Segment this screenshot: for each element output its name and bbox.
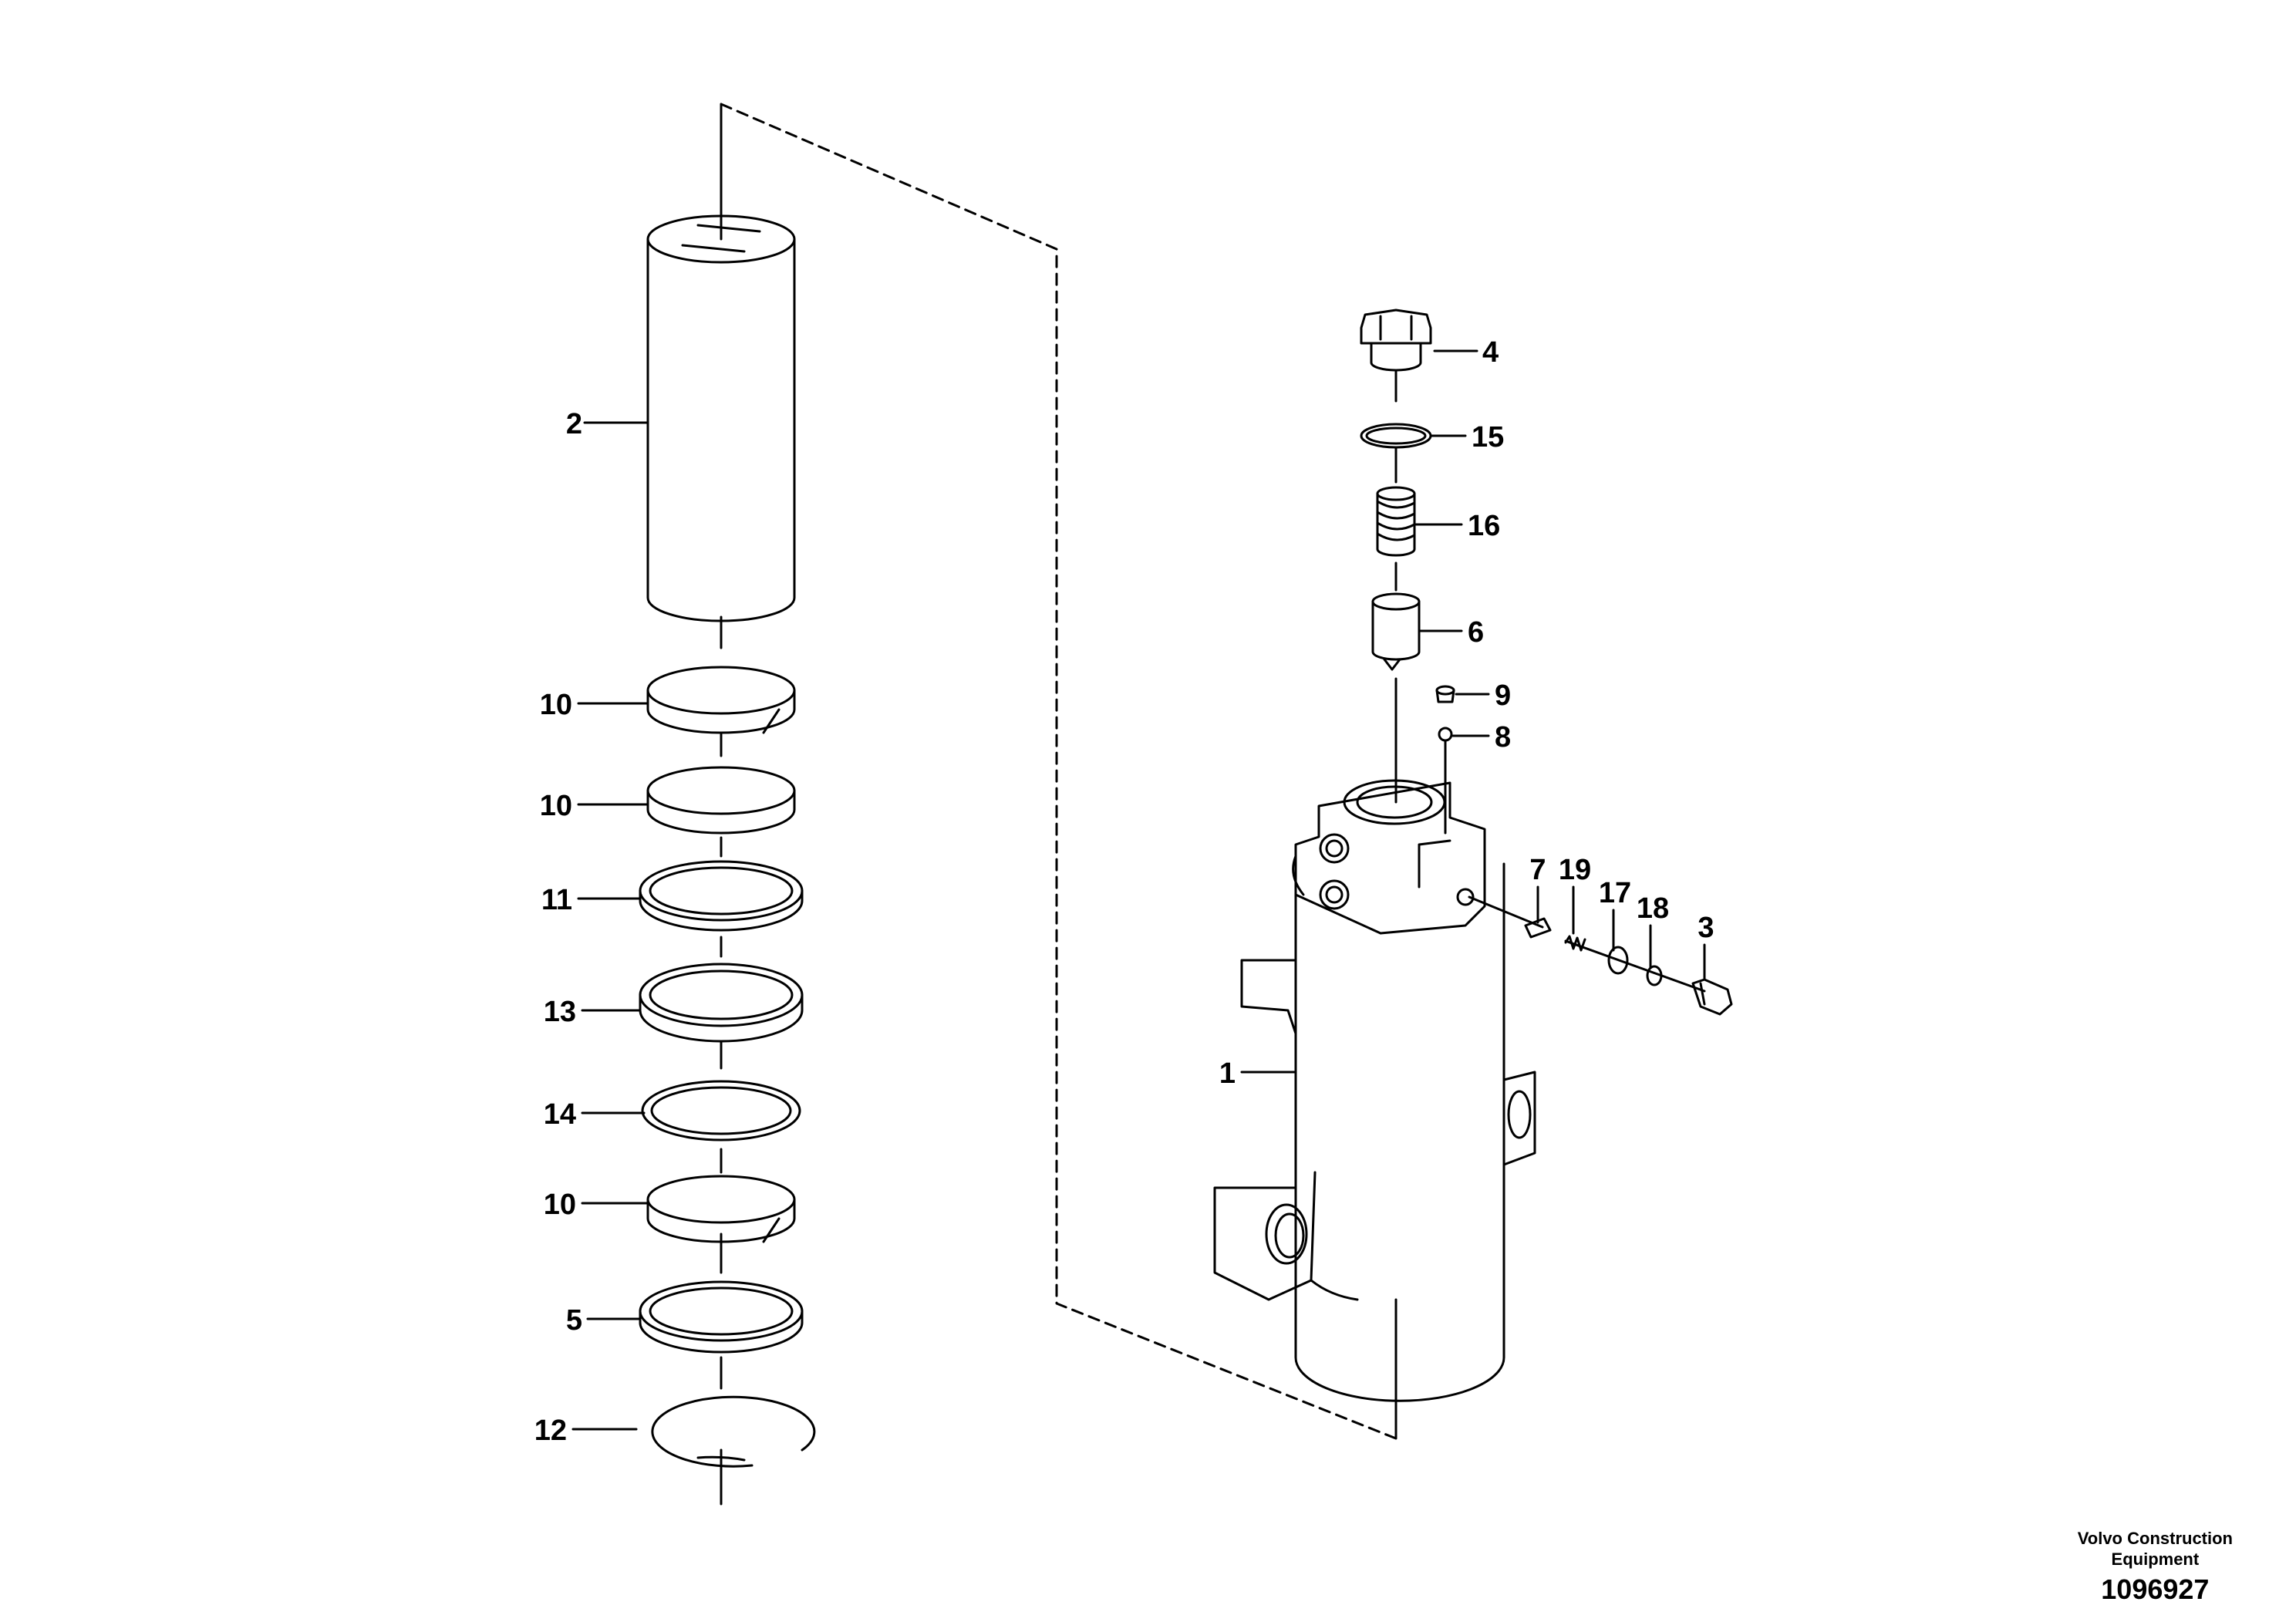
seal-part-5	[639, 1280, 804, 1354]
label-part-3: 3	[1698, 912, 1714, 944]
label-part-8: 8	[1495, 721, 1511, 754]
ring-part-14	[641, 1080, 801, 1141]
label-part-9: 9	[1495, 679, 1511, 712]
label-part-5: 5	[566, 1304, 582, 1337]
manufacturer-line-1: Volvo Construction	[2077, 1529, 2233, 1548]
small-plug-part-9	[1435, 685, 1455, 703]
label-part-1: 1	[1219, 1057, 1236, 1090]
plug-part-4	[1360, 309, 1432, 372]
label-part-11: 11	[541, 884, 572, 916]
ball-part-8	[1438, 727, 1453, 742]
label-part-6: 6	[1468, 616, 1484, 649]
label-part-13: 13	[544, 996, 576, 1028]
seal-part-11	[639, 860, 804, 932]
label-part-18: 18	[1637, 892, 1669, 925]
label-part-10b: 10	[540, 790, 572, 822]
label-part-16: 16	[1468, 510, 1500, 542]
label-part-14: 14	[544, 1098, 576, 1131]
side-o-ring-part-17	[1607, 946, 1629, 975]
valve-housing-part-1	[1213, 779, 1536, 1402]
document-footer: Volvo Construction Equipment 1096927	[2078, 1528, 2233, 1607]
assembly-dashed-outline	[720, 103, 1397, 1440]
label-part-2: 2	[566, 408, 582, 440]
label-part-12: 12	[534, 1415, 567, 1447]
valve-piston-part-6	[1371, 592, 1421, 671]
pin-shaft-part-2	[646, 214, 796, 622]
spring-part-16	[1376, 486, 1416, 557]
side-plug-part-3	[1691, 978, 1733, 1016]
label-part-19: 19	[1559, 854, 1591, 886]
label-part-10a: 10	[540, 689, 572, 721]
side-washer-part-18	[1646, 965, 1663, 986]
label-part-7: 7	[1529, 854, 1546, 886]
snap-ring-part-12	[651, 1395, 816, 1468]
label-part-10c: 10	[544, 1189, 576, 1221]
label-part-17: 17	[1599, 877, 1631, 909]
label-part-4: 4	[1482, 336, 1499, 369]
side-spring-part-19	[1564, 935, 1586, 952]
document-number: 1096927	[2101, 1573, 2210, 1605]
ring-part-10a	[646, 666, 796, 734]
manufacturer-line-2: Equipment	[2111, 1549, 2200, 1569]
seal-part-13	[639, 963, 804, 1043]
ring-part-10c	[646, 1175, 796, 1243]
ring-part-10b	[646, 766, 796, 835]
label-part-15: 15	[1472, 421, 1504, 454]
